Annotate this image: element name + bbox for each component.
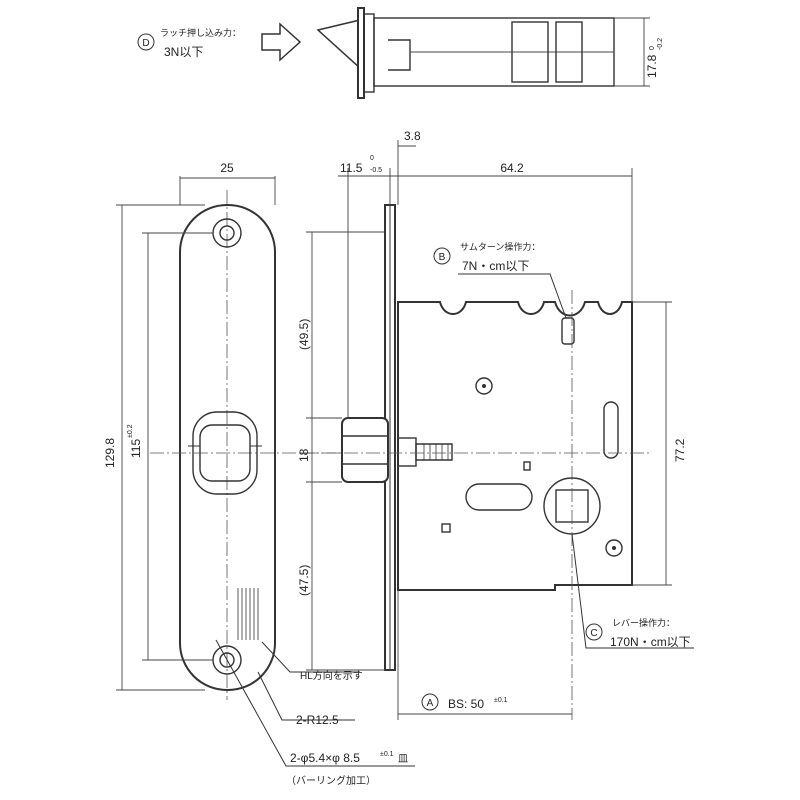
dim-case-depth: 64.2 [500, 161, 524, 175]
dim-setback-tol-upper: 0 [370, 155, 374, 162]
callout-b-leader [458, 273, 567, 319]
callout-d-marker: D [142, 38, 149, 49]
front-plate-view: 25 129.8 115 [103, 161, 415, 787]
radius-note-leader [257, 671, 355, 721]
latch-spring [415, 443, 453, 461]
dim-plate-width: 25 [220, 161, 234, 175]
dim-upper-offset: (49.5) [297, 319, 311, 350]
callout-a-tolerance: ±0.1 [494, 697, 508, 704]
dim-hole-pitch-value: 115 [129, 439, 143, 458]
dim-setback-tol-lower: -0.5 [370, 167, 382, 174]
latch-front-block [363, 13, 375, 93]
holes-note-leader [215, 639, 415, 767]
callout-b-line2: 7N・cm以下 [462, 259, 529, 273]
burring-note: （バーリング加工） [286, 774, 376, 787]
callout-a-marker: A [427, 698, 434, 709]
holes-note-suffix: 皿 [398, 754, 408, 765]
dim-lower-offset: (47.5) [297, 565, 311, 596]
latch-hook [388, 39, 411, 71]
latch-bolt [341, 417, 389, 483]
callout-b-line1: サムターン操作力： [460, 241, 540, 252]
callout-b-circle [433, 247, 451, 265]
dim-top-height-value: 17.8 [645, 54, 659, 78]
front-plate-outline [179, 204, 276, 691]
dim-setback-value: 11.5 [340, 161, 363, 175]
dim-mid-height: 18 [297, 448, 311, 462]
callout-a-circle [421, 693, 439, 711]
case-hole-top-center [482, 384, 486, 388]
screw-hole-bottom-inner [219, 652, 235, 668]
dim-front-thickness: 3.8 [404, 129, 421, 143]
dim-top-height-tol-lower: -0.2 [657, 38, 664, 50]
callout-d-line2: 3N以下 [164, 45, 203, 59]
callout-c-circle [585, 623, 603, 641]
callout-d-circle [137, 33, 155, 51]
screw-hole-top-inner [219, 225, 235, 241]
lock-case-body [397, 301, 633, 591]
hl-direction-mark [237, 588, 259, 640]
callout-b-marker: B [439, 252, 446, 263]
radius-note: 2-R12.5 [296, 713, 339, 727]
callout-c-line1: レバー操作力： [612, 617, 675, 628]
holes-note-tolerance: ±0.1 [380, 751, 394, 758]
case-hole-bottom [605, 539, 623, 557]
callout-c-marker: C [590, 628, 597, 639]
latch-face-plate [357, 7, 365, 99]
side-view-lock-case: 3.8 11.5 0 -0.5 64.2 (49.5) 18 (47.5) 77… [297, 129, 694, 720]
case-mark-small [523, 461, 531, 471]
dim-plate-length: 129.8 [103, 438, 117, 468]
top-view-latch: D ラッチ押し込み力： 3N以下 17.8 0 -0.2 [137, 7, 664, 99]
lever-slot [465, 483, 533, 511]
latch-spring-coils [423, 444, 449, 460]
callout-c-leader [571, 533, 694, 649]
latch-window-inner [199, 424, 251, 482]
dim-hole-pitch-tol: ±0.2 [127, 424, 134, 438]
dim-case-height: 77.2 [673, 438, 687, 462]
callout-c-line2: 170N・cm以下 [610, 635, 691, 649]
dim-top-height-tol-upper: 0 [649, 46, 656, 50]
callout-d-line1: ラッチ押し込み力： [160, 27, 241, 38]
latch-bolt-wedge [316, 19, 361, 70]
case-mark-small-2 [441, 523, 451, 533]
hl-note-leader [261, 641, 360, 673]
thumbturn-slot [561, 317, 575, 345]
callout-a-text: BS: 50 [448, 697, 484, 711]
latch-window [192, 411, 258, 495]
hl-direction-note: HL方向を示す [300, 669, 363, 682]
case-slot-right [603, 401, 619, 459]
push-arrow-icon [261, 22, 302, 62]
case-hole-top [475, 377, 493, 395]
holes-note: 2-φ5.4×φ 8.5 [290, 751, 360, 765]
case-hole-bottom-center [612, 546, 616, 550]
